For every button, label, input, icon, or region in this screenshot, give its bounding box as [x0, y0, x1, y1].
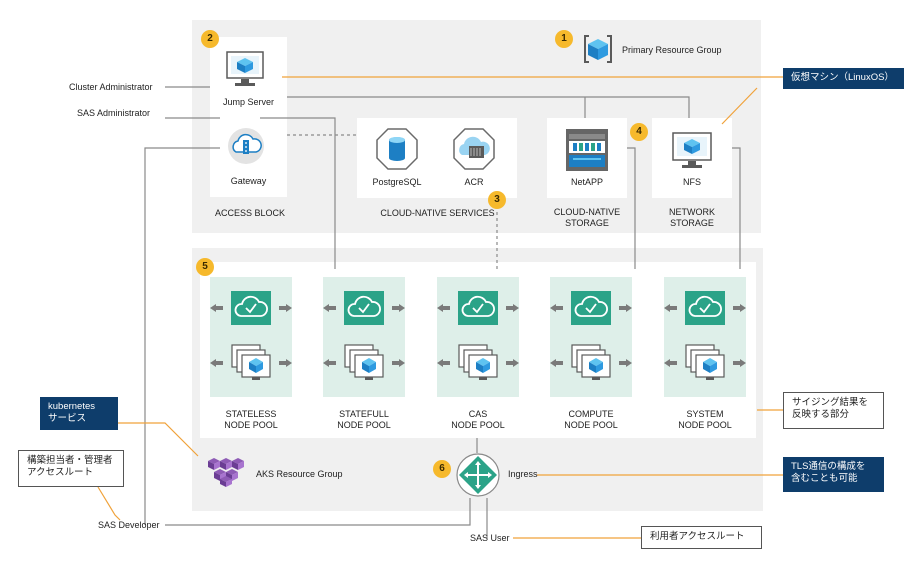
- sizing-callout: サイジング結果を 反映する部分: [783, 392, 884, 429]
- badge-2: 2: [201, 30, 219, 48]
- build-route-line1: 構築担当者・管理者: [27, 455, 113, 466]
- pool-label-stateless-2: NODE POOL: [224, 420, 278, 430]
- kubernetes-callout-line1: kubernetes: [48, 401, 96, 412]
- primary-resource-group-label: Primary Resource Group: [622, 45, 722, 55]
- user-route-callout: 利用者アクセスルート: [641, 526, 762, 549]
- pool-bottom-arrows: [323, 358, 405, 368]
- node-pool-stateless: [210, 277, 292, 397]
- network-storage-title-1: NETWORK: [669, 207, 715, 217]
- pool-top-arrows: [664, 303, 746, 313]
- build-route-callout: 構築担当者・管理者 アクセスルート: [18, 450, 124, 487]
- sas-user-label: SAS User: [470, 533, 510, 543]
- pool-top-arrows: [437, 303, 519, 313]
- resource-group-icon: [582, 33, 614, 65]
- vm-scale-set-icon: [341, 343, 387, 383]
- pool-bottom-arrows: [210, 358, 292, 368]
- vm-callout: 仮想マシン（LinuxOS）: [783, 68, 904, 89]
- node-pool-compute: [550, 277, 632, 397]
- badge-3: 3: [488, 191, 506, 209]
- pool-bottom-arrows: [550, 358, 632, 368]
- pool-label-compute-2: NODE POOL: [564, 420, 618, 430]
- node-pool-cas: [437, 277, 519, 397]
- acr-label: ACR: [464, 177, 484, 187]
- ingress-icon: [455, 452, 501, 498]
- cloud-native-services-title: CLOUD-NATIVE SERVICES: [380, 208, 495, 218]
- kubernetes-service-icon: [231, 291, 271, 325]
- tls-line2: 含むことも可能: [791, 473, 858, 484]
- badge-5: 5: [196, 258, 214, 276]
- tls-line1: TLS通信の構成を: [791, 461, 866, 472]
- pool-label-cas-2: NODE POOL: [451, 420, 505, 430]
- pool-label-compute-1: COMPUTE: [568, 409, 614, 419]
- node-pool-statefull: [323, 277, 405, 397]
- vm-scale-set-icon: [455, 343, 501, 383]
- pool-label-statefull-1: STATEFULL: [339, 409, 389, 419]
- pool-label-cas-1: CAS: [468, 409, 488, 419]
- kubernetes-service-icon: [344, 291, 384, 325]
- vm-scale-set-icon: [682, 343, 728, 383]
- sas-administrator-label: SAS Administrator: [77, 108, 151, 118]
- aks-cubes-icon: [206, 456, 246, 488]
- pool-top-arrows: [210, 303, 292, 313]
- build-route-line2: アクセスルート: [27, 467, 94, 478]
- cloud-native-storage-title-2: STORAGE: [565, 218, 609, 228]
- netapp-icon: [565, 128, 609, 172]
- tls-callout: TLS通信の構成を 含むことも可能: [783, 457, 884, 492]
- badge-4: 4: [630, 123, 648, 141]
- netapp-label: NetAPP: [570, 177, 603, 187]
- pool-bottom-arrows: [437, 358, 519, 368]
- jump-server-icon: [224, 48, 266, 90]
- pool-top-arrows: [550, 303, 632, 313]
- pool-label-system-2: NODE POOL: [678, 420, 732, 430]
- pool-bottom-arrows: [664, 358, 746, 368]
- badge-6: 6: [433, 460, 451, 478]
- vm-scale-set-icon: [228, 343, 274, 383]
- sizing-line2: 反映する部分: [792, 409, 850, 420]
- access-block-title: ACCESS BLOCK: [214, 208, 286, 218]
- gateway-label: Gateway: [230, 176, 267, 186]
- postgresql-label: PostgreSQL: [372, 177, 422, 187]
- kubernetes-callout: kubernetes サービス: [40, 397, 118, 430]
- kubernetes-service-icon: [685, 291, 725, 325]
- cluster-administrator-label: Cluster Administrator: [69, 82, 153, 92]
- sizing-line1: サイジング結果を: [792, 397, 869, 408]
- sas-developer-label: SAS Developer: [98, 520, 160, 530]
- kubernetes-callout-line2: サービス: [48, 413, 87, 424]
- nfs-icon: [670, 130, 714, 172]
- gateway-icon: [226, 126, 266, 166]
- cloud-native-storage-title-1: CLOUD-NATIVE: [553, 207, 621, 217]
- pool-label-system-1: SYSTEM: [686, 409, 724, 419]
- postgresql-icon: [375, 127, 419, 171]
- pool-label-stateless-1: STATELESS: [225, 409, 277, 419]
- vm-scale-set-icon: [568, 343, 614, 383]
- acr-icon: [452, 127, 496, 171]
- node-pool-system: [664, 277, 746, 397]
- jump-server-label: Jump Server: [222, 97, 275, 107]
- badge-1: 1: [555, 30, 573, 48]
- kubernetes-service-icon: [458, 291, 498, 325]
- kubernetes-service-icon: [571, 291, 611, 325]
- pool-label-statefull-2: NODE POOL: [337, 420, 391, 430]
- nfs-label: NFS: [683, 177, 701, 187]
- ingress-label: Ingress: [508, 469, 538, 479]
- pool-top-arrows: [323, 303, 405, 313]
- network-storage-title-2: STORAGE: [670, 218, 714, 228]
- aks-resource-group-label: AKS Resource Group: [256, 469, 343, 479]
